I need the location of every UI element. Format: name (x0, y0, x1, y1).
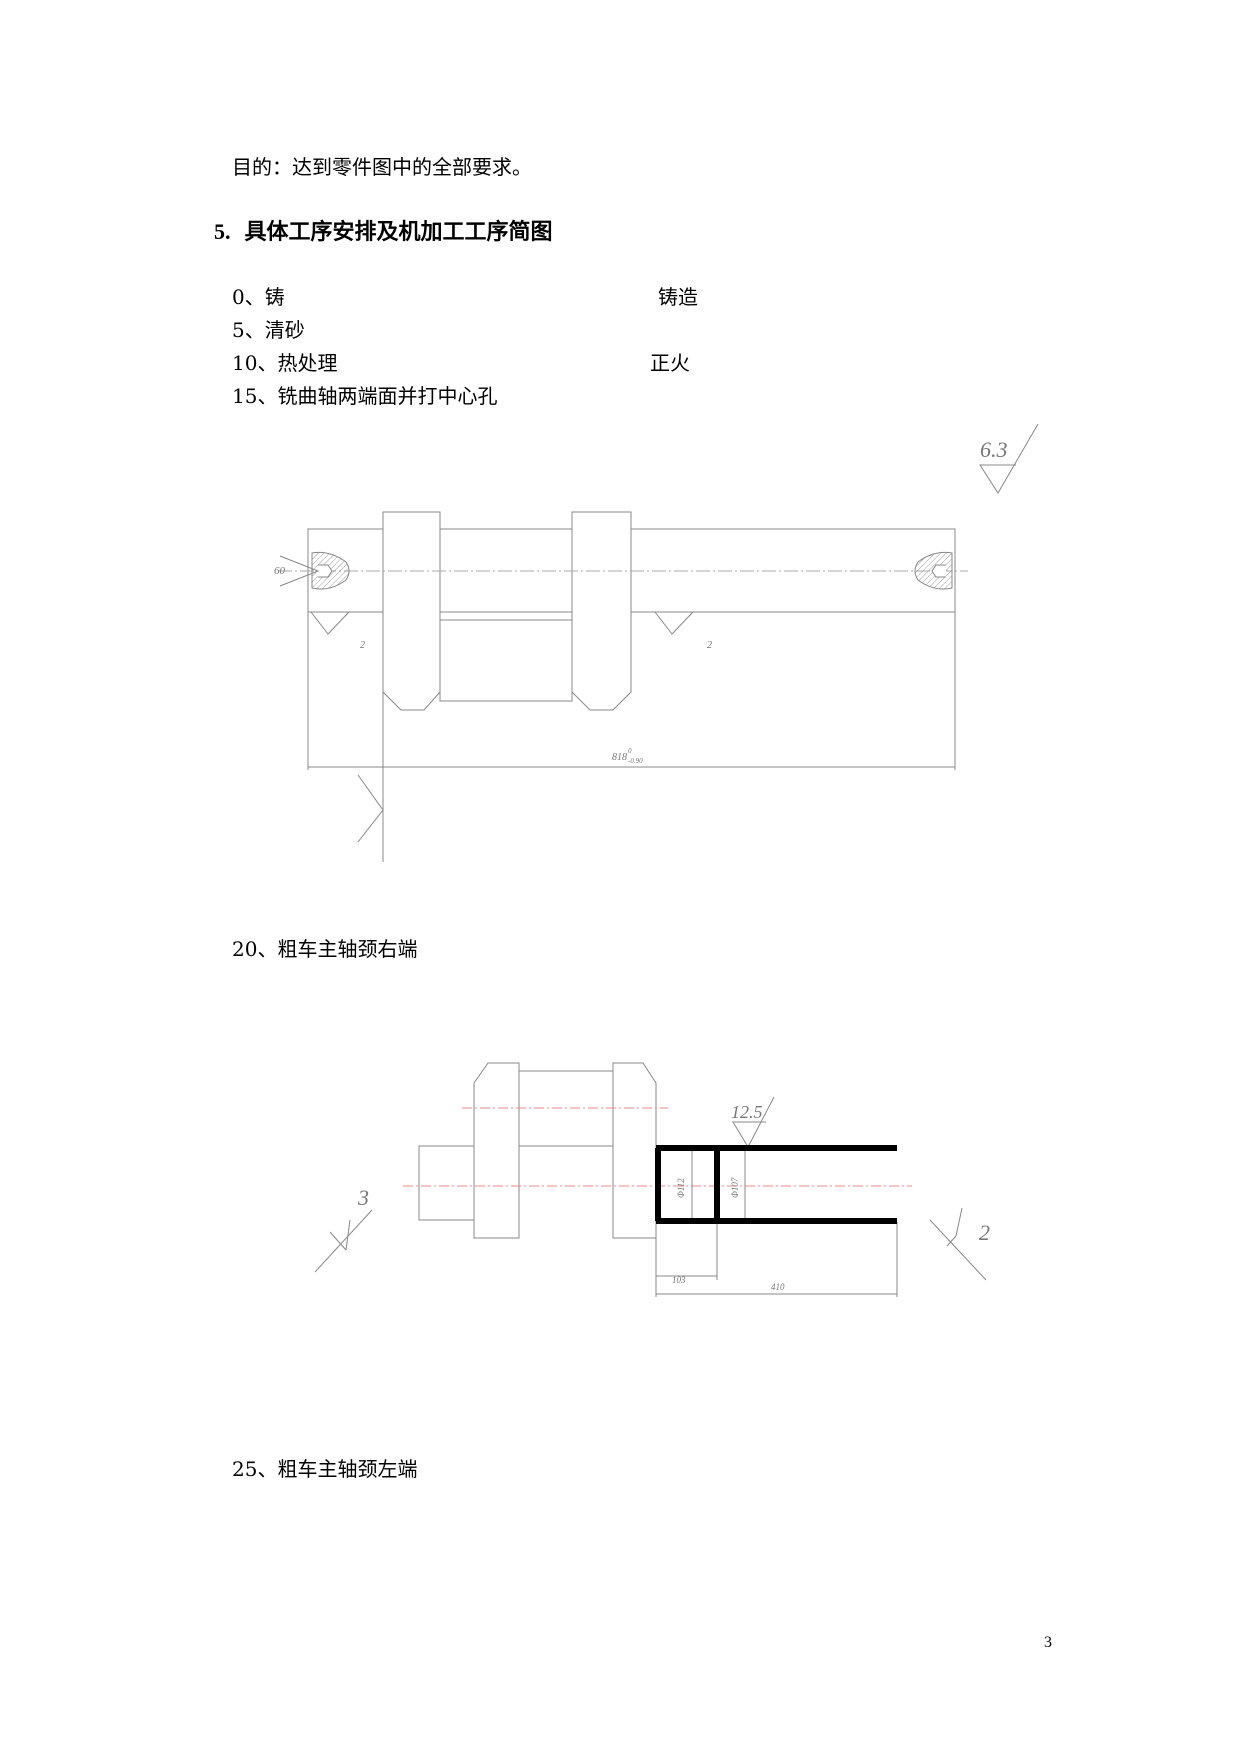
section-title: 具体工序安排及机加工工序简图 (244, 220, 553, 245)
len-long-label: 410 (771, 1282, 785, 1292)
page-number: 3 (1044, 1634, 1052, 1651)
length-dim-label: 818 (612, 752, 627, 763)
len-short-label: 103 (672, 1275, 686, 1285)
dia1-label: Φ112 (676, 1178, 686, 1198)
roughness-label-top-2: 12.5 (731, 1102, 763, 1122)
operation-method-0: 铸造 (658, 285, 698, 309)
roughness-label-right-2: 2 (979, 1220, 990, 1245)
machined-journal (655, 1145, 897, 1224)
operation-step-20: 20、粗车主轴颈右端 (232, 937, 418, 961)
dia2-label: Φ107 (730, 1177, 740, 1198)
operation-step-0: 0、铸 (232, 285, 285, 309)
roughness-symbol-left (310, 611, 350, 635)
angle-marker (279, 555, 320, 587)
section-heading: 5. 具体工序安排及机加工工序简图 (214, 218, 553, 247)
roughness-symbol-mid (654, 611, 694, 635)
length-tol-upper: 0 (628, 747, 632, 755)
roughness-label-left-2: 3 (357, 1185, 369, 1210)
left-stub (418, 1145, 475, 1221)
length-tol-lower: -0.90 (628, 757, 643, 765)
roughness-label-left: 2 (360, 640, 365, 651)
roughness-symbol-left-2 (329, 1231, 347, 1251)
roughness-symbol-top-2 (732, 1096, 775, 1149)
roughness-label-top: 6.3 (980, 437, 1008, 462)
purpose-line: 目的：达到零件图中的全部要求。 (232, 155, 532, 179)
operation-step-10: 10、热处理 (232, 351, 338, 375)
section-number: 5. (214, 219, 231, 244)
operation-step-15: 15、铣曲轴两端面并打中心孔 (232, 384, 498, 408)
roughness-symbol-right-2 (946, 1207, 963, 1247)
operation-step-5: 5、清砂 (232, 318, 305, 342)
web-right (612, 1062, 657, 1239)
angle-label: 60 (274, 565, 286, 577)
clamp-symbol (357, 774, 384, 843)
roughness-label-mid: 2 (707, 640, 712, 651)
crank-pin (439, 619, 573, 702)
web-left (473, 1062, 520, 1239)
operation-step-25: 25、粗车主轴颈左端 (232, 1457, 418, 1481)
roughness-symbol-top (979, 423, 1039, 494)
operation-method-10: 正火 (650, 351, 690, 375)
